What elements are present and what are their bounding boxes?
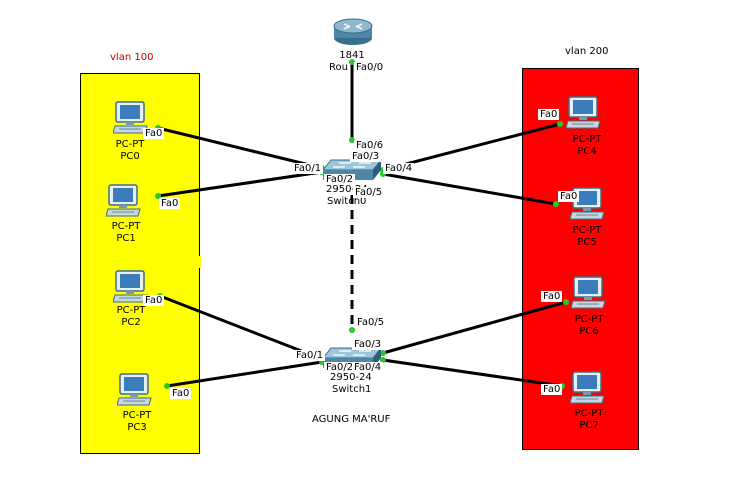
pc-name-label: PC4 xyxy=(577,146,597,157)
pc-port-label: Fa0 xyxy=(538,109,560,120)
port-dot xyxy=(563,299,569,305)
pc-model-label: PC-PT xyxy=(572,134,602,145)
port-dot xyxy=(349,59,355,65)
pc-icon[interactable] xyxy=(116,373,153,411)
pc-model-label: PC-PT xyxy=(115,139,145,150)
pc-port-label: Fa0 xyxy=(143,295,165,306)
switch0-port-fa0-5: Fa0/5 xyxy=(353,187,385,198)
pc-name-label: PC2 xyxy=(121,317,141,328)
pc-model-label: PC-PT xyxy=(574,408,604,419)
pc-name-label: PC6 xyxy=(579,326,599,337)
vlan-200-label: vlan 200 xyxy=(565,46,609,57)
pc-port-label: Fa0 xyxy=(159,198,181,209)
pc-port-label: Fa0 xyxy=(170,388,192,399)
switch1-port-fa0-5: Fa0/5 xyxy=(355,317,387,328)
pc-name-label: PC0 xyxy=(120,151,140,162)
port-dot xyxy=(349,327,355,333)
pc-icon[interactable] xyxy=(570,276,607,314)
pc-icon[interactable] xyxy=(565,96,602,134)
pc-name-label: PC1 xyxy=(116,233,136,244)
port-dot xyxy=(557,121,563,127)
pc-model-label: PC-PT xyxy=(574,314,604,325)
port-dot xyxy=(380,357,386,363)
pc-port-label: Fa0 xyxy=(541,384,563,395)
switch1-name-label: Switch1 xyxy=(332,384,372,395)
switch0-port-fa0-1: Fa0/1 xyxy=(292,163,324,174)
port-dot xyxy=(553,201,559,207)
link-pc1-switch0 xyxy=(157,170,323,198)
pc-model-label: PC-PT xyxy=(572,225,602,236)
pc-name-label: PC3 xyxy=(127,422,147,433)
link-pc0-switch0 xyxy=(157,126,323,170)
router-icon[interactable] xyxy=(333,18,373,46)
switch1-model-label: 2950-24 xyxy=(330,372,372,383)
pc-port-label: Fa0 xyxy=(558,191,580,202)
port-dot xyxy=(380,350,386,356)
link-pc7-switch1 xyxy=(382,358,563,388)
link-pc3-switch1 xyxy=(166,360,323,388)
switch0-port-fa0-6: Fa0/6 xyxy=(354,140,386,151)
router-model-label: 1841 xyxy=(339,50,365,61)
pc-icon[interactable] xyxy=(112,270,149,308)
zone-handle xyxy=(197,256,201,268)
link-pc6-switch1 xyxy=(382,300,567,355)
port-dot xyxy=(349,137,355,143)
switch1-port-fa0-1: Fa0/1 xyxy=(294,350,326,361)
switch1-port-fa0-3: Fa0/3 xyxy=(352,339,384,350)
vlan-100-label: vlan 100 xyxy=(110,52,154,63)
port-dot xyxy=(155,193,161,199)
pc-icon[interactable] xyxy=(569,187,606,225)
pc-icon[interactable] xyxy=(569,371,606,409)
author-label: AGUNG MA'RUF xyxy=(312,414,391,425)
pc-port-label: Fa0 xyxy=(541,291,563,302)
port-dot xyxy=(164,383,170,389)
link-pc5-switch0 xyxy=(382,172,557,206)
pc-model-label: PC-PT xyxy=(111,221,141,232)
switch0-port-fa0-3: Fa0/3 xyxy=(350,151,382,162)
pc-icon[interactable] xyxy=(105,184,142,222)
switch1-port-fa0-4: Fa0/4 xyxy=(352,362,384,373)
pc-model-label: PC-PT xyxy=(122,410,152,421)
pc-name-label: PC7 xyxy=(579,420,599,431)
pc-name-label: PC5 xyxy=(577,237,597,248)
pc-port-label: Fa0 xyxy=(143,128,165,139)
pc-icon[interactable] xyxy=(112,101,149,139)
switch0-port-fa0-4: Fa0/4 xyxy=(383,163,415,174)
router-port-label: Fa0/0 xyxy=(354,62,386,73)
switch1-port-fa0-2: Fa0/2 xyxy=(324,362,356,373)
switch0-port-fa0-2: Fa0/2 xyxy=(324,174,356,185)
link-pc2-switch1 xyxy=(159,294,323,361)
pc-model-label: PC-PT xyxy=(116,305,146,316)
switch0-name-label: Switch0 xyxy=(327,196,367,207)
switch0-model-label: 2950-24 xyxy=(326,184,368,195)
link-pc4-switch0 xyxy=(382,122,561,172)
router-name-label: Rou xyxy=(329,62,348,73)
